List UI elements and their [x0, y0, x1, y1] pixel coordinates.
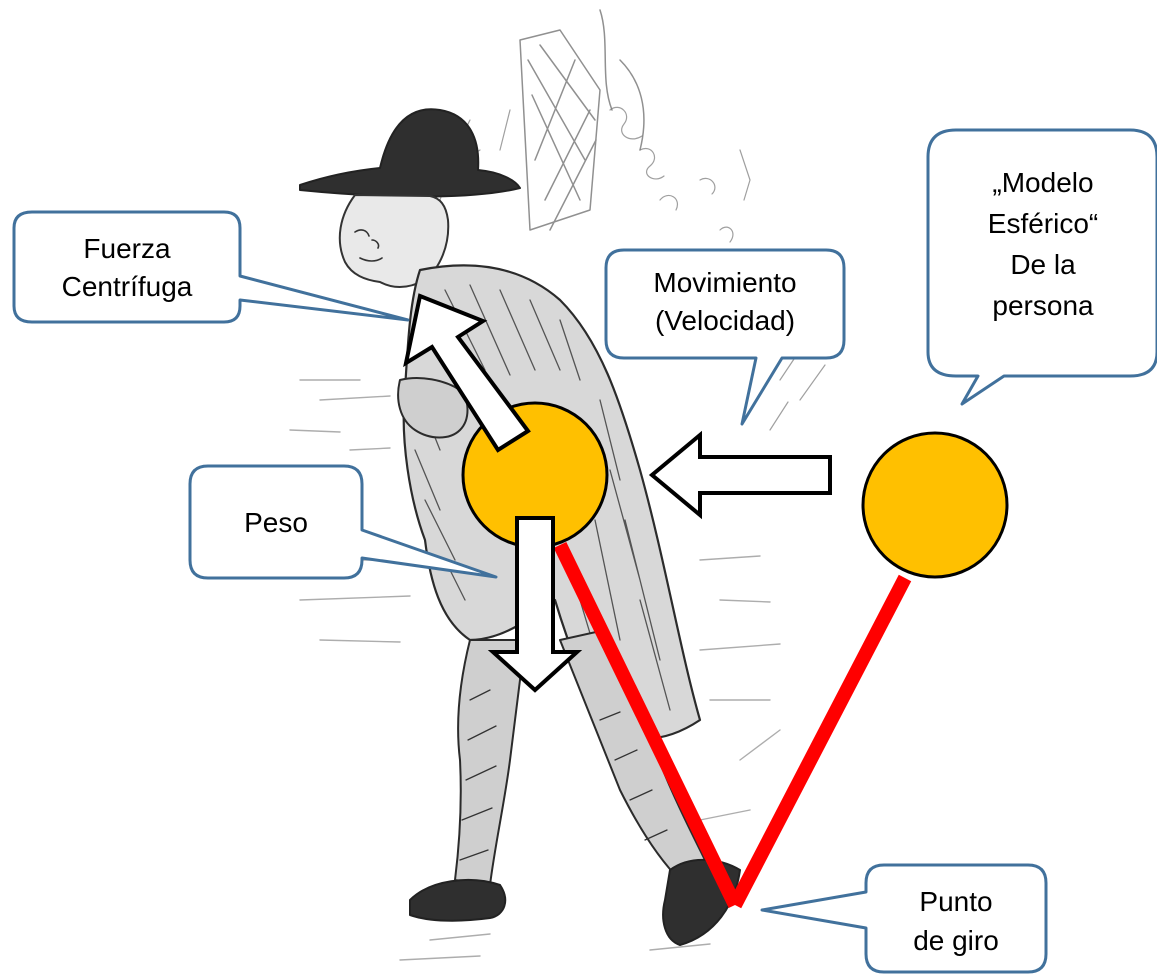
callout-fuerza-line2: Centrífuga: [62, 271, 193, 302]
callout-modelo-line3: De la: [1010, 249, 1076, 280]
callout-movimiento-line2: (Velocidad): [655, 305, 795, 336]
sphere-model: [861, 431, 1009, 579]
callout-peso: Peso: [188, 464, 498, 580]
hat: [299, 108, 521, 198]
pendulum-line-right: [728, 574, 912, 909]
weight-arrow: [487, 516, 583, 693]
callout-box: [188, 464, 498, 580]
callout-punto-line2: de giro: [913, 925, 999, 956]
callout-box: [760, 863, 1048, 974]
pendulum-lines: [553, 541, 912, 909]
callout-modelo-line4: persona: [992, 290, 1094, 321]
callout-modelo-esferico: „Modelo Esférico“ De la persona: [926, 128, 1157, 406]
window-lattice: [519, 9, 645, 231]
callout-modelo-line2: Esférico“: [988, 208, 1098, 239]
callout-box: [926, 128, 1157, 406]
callout-punto-de-giro: Punto de giro: [760, 863, 1048, 974]
callout-box: [12, 210, 410, 324]
callout-punto-line1: Punto: [919, 886, 992, 917]
callout-movimiento: Movimiento (Velocidad): [604, 248, 846, 426]
callout-box: [604, 248, 846, 426]
velocity-arrow: [648, 430, 832, 520]
callout-peso-label: Peso: [244, 507, 308, 538]
pendulum-line-left: [553, 541, 742, 909]
callout-fuerza-line1: Fuerza: [83, 233, 171, 264]
callout-fuerza-centrifuga: Fuerza Centrífuga: [12, 210, 410, 324]
callout-movimiento-line1: Movimiento: [653, 267, 796, 298]
centrifugal-force-arrow: [403, 293, 531, 453]
arm: [397, 377, 469, 439]
back-shoe: [409, 879, 507, 922]
back-leg: [454, 639, 526, 886]
callout-modelo-line1: „Modelo: [992, 167, 1093, 198]
head: [338, 194, 450, 288]
